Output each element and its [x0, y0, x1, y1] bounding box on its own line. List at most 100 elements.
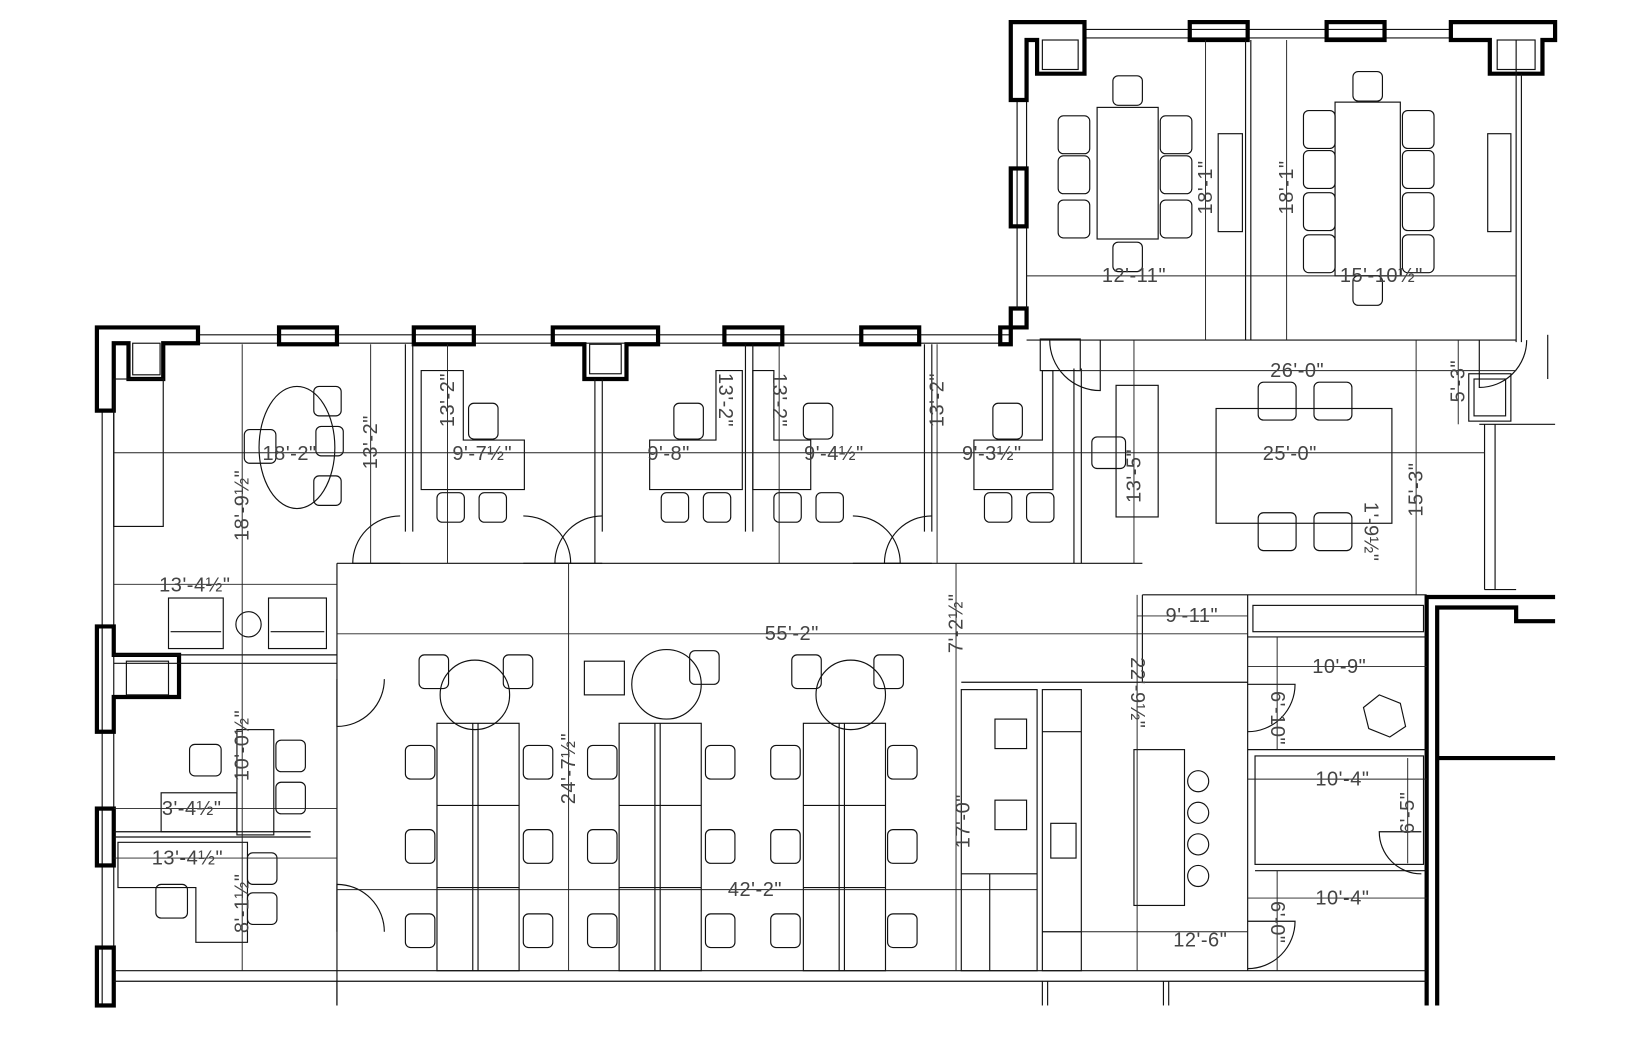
- dim-label: 17'-0": [953, 794, 975, 848]
- chair: [586, 744, 618, 780]
- reception-table: [1215, 407, 1393, 524]
- chair: [983, 492, 1013, 523]
- chair: [502, 654, 534, 690]
- side-table: [583, 660, 625, 696]
- dim-label: 13'-2": [437, 373, 459, 427]
- dim-label: 6'-0": [1266, 901, 1288, 943]
- furniture: [117, 71, 1528, 972]
- chair: [404, 744, 436, 780]
- chair: [873, 654, 904, 690]
- desk: [649, 370, 743, 491]
- dim-label: 25'-0": [1263, 443, 1317, 465]
- chair: [992, 402, 1023, 440]
- chair: [770, 829, 801, 864]
- dim-label: 13'-5": [1123, 449, 1145, 503]
- chair: [1401, 192, 1435, 232]
- desk: [1115, 384, 1159, 518]
- chair: [1057, 115, 1091, 155]
- chair: [1025, 492, 1055, 523]
- chair: [1302, 234, 1336, 274]
- door-swing: [1378, 831, 1422, 875]
- chair: [522, 913, 554, 949]
- stool: [1187, 864, 1210, 888]
- dim-label: 10'-4": [1315, 768, 1369, 790]
- chair: [404, 913, 436, 949]
- dim-label: 13'-2": [768, 373, 790, 427]
- chair: [1401, 109, 1435, 150]
- dim-label: 15'-3": [1405, 463, 1427, 517]
- chair: [1401, 234, 1435, 274]
- chair: [704, 829, 736, 864]
- dim-label: 18'-1": [1195, 160, 1217, 214]
- dim-label: 6'-10": [1266, 691, 1288, 745]
- stool: [1187, 801, 1210, 824]
- chair: [689, 650, 720, 685]
- chair: [1302, 109, 1336, 150]
- chair: [1257, 512, 1297, 552]
- exterior-walls: [94, 20, 1558, 1008]
- desk: [973, 370, 1054, 491]
- chair: [1112, 75, 1143, 106]
- chair: [313, 385, 342, 417]
- dim-label: 9'-8": [647, 443, 689, 465]
- chair: [1352, 71, 1384, 102]
- chair: [660, 492, 690, 523]
- dim-label: 26'-0": [1270, 360, 1324, 382]
- dim-label: 9'-3½": [962, 443, 1022, 465]
- chair: [1159, 199, 1193, 239]
- printer: [994, 799, 1028, 831]
- desk: [160, 792, 238, 833]
- dim-label: 13'-4½": [152, 847, 223, 869]
- chair: [704, 913, 736, 949]
- dim-label: 3'-4½": [162, 798, 222, 820]
- chair: [315, 425, 344, 457]
- chair: [1257, 381, 1297, 421]
- printer: [994, 718, 1028, 750]
- dim-label: 9'-7½": [452, 443, 512, 465]
- dim-label: 10'-9": [1312, 656, 1366, 678]
- chair: [467, 402, 499, 440]
- door-swing: [883, 515, 932, 564]
- chair: [887, 829, 918, 864]
- door-swing: [1049, 340, 1101, 392]
- desk: [236, 729, 275, 836]
- dim-label: 18'-2": [263, 443, 317, 465]
- dim-label: 10'-4": [1315, 887, 1369, 909]
- dim-label: 9'-4½": [804, 443, 864, 465]
- door-swing: [1247, 683, 1296, 733]
- chair: [1302, 149, 1336, 190]
- dim-label: 12'-6": [1173, 930, 1227, 952]
- lounge-chair: [167, 597, 224, 650]
- dim-label: 8'-1½": [232, 874, 254, 934]
- dim-label: 42'-2": [728, 879, 782, 901]
- chair: [418, 654, 450, 690]
- dim-label: 6'-5": [1397, 792, 1419, 834]
- dim-label: 13'-2": [926, 373, 948, 427]
- dimension-labels: 18'-2" 9'-7½" 9'-8" 9'-4½" 9'-3½" 25'-0"…: [152, 160, 1470, 951]
- chair: [586, 913, 618, 949]
- dim-label: 55'-2": [765, 623, 819, 645]
- chair: [1302, 192, 1336, 232]
- round-table: [439, 659, 511, 731]
- chair: [1057, 155, 1091, 195]
- chair: [275, 781, 306, 815]
- door-swing: [352, 515, 401, 564]
- desk: [420, 370, 525, 491]
- chair: [770, 744, 801, 780]
- chair: [313, 475, 342, 506]
- chair: [246, 892, 278, 925]
- chair: [702, 492, 732, 523]
- chair: [1159, 155, 1193, 195]
- dim-label: 18'-1": [1276, 160, 1298, 214]
- chair: [522, 744, 554, 780]
- chair: [773, 492, 802, 523]
- desk: [117, 841, 249, 943]
- chair: [1159, 115, 1193, 155]
- dim-label: 1'-9½": [1360, 502, 1382, 562]
- door-swing: [523, 515, 572, 564]
- chair: [522, 829, 554, 864]
- dim-label: 18'-9½": [232, 470, 254, 541]
- chair: [802, 402, 834, 440]
- stool: [1187, 833, 1210, 856]
